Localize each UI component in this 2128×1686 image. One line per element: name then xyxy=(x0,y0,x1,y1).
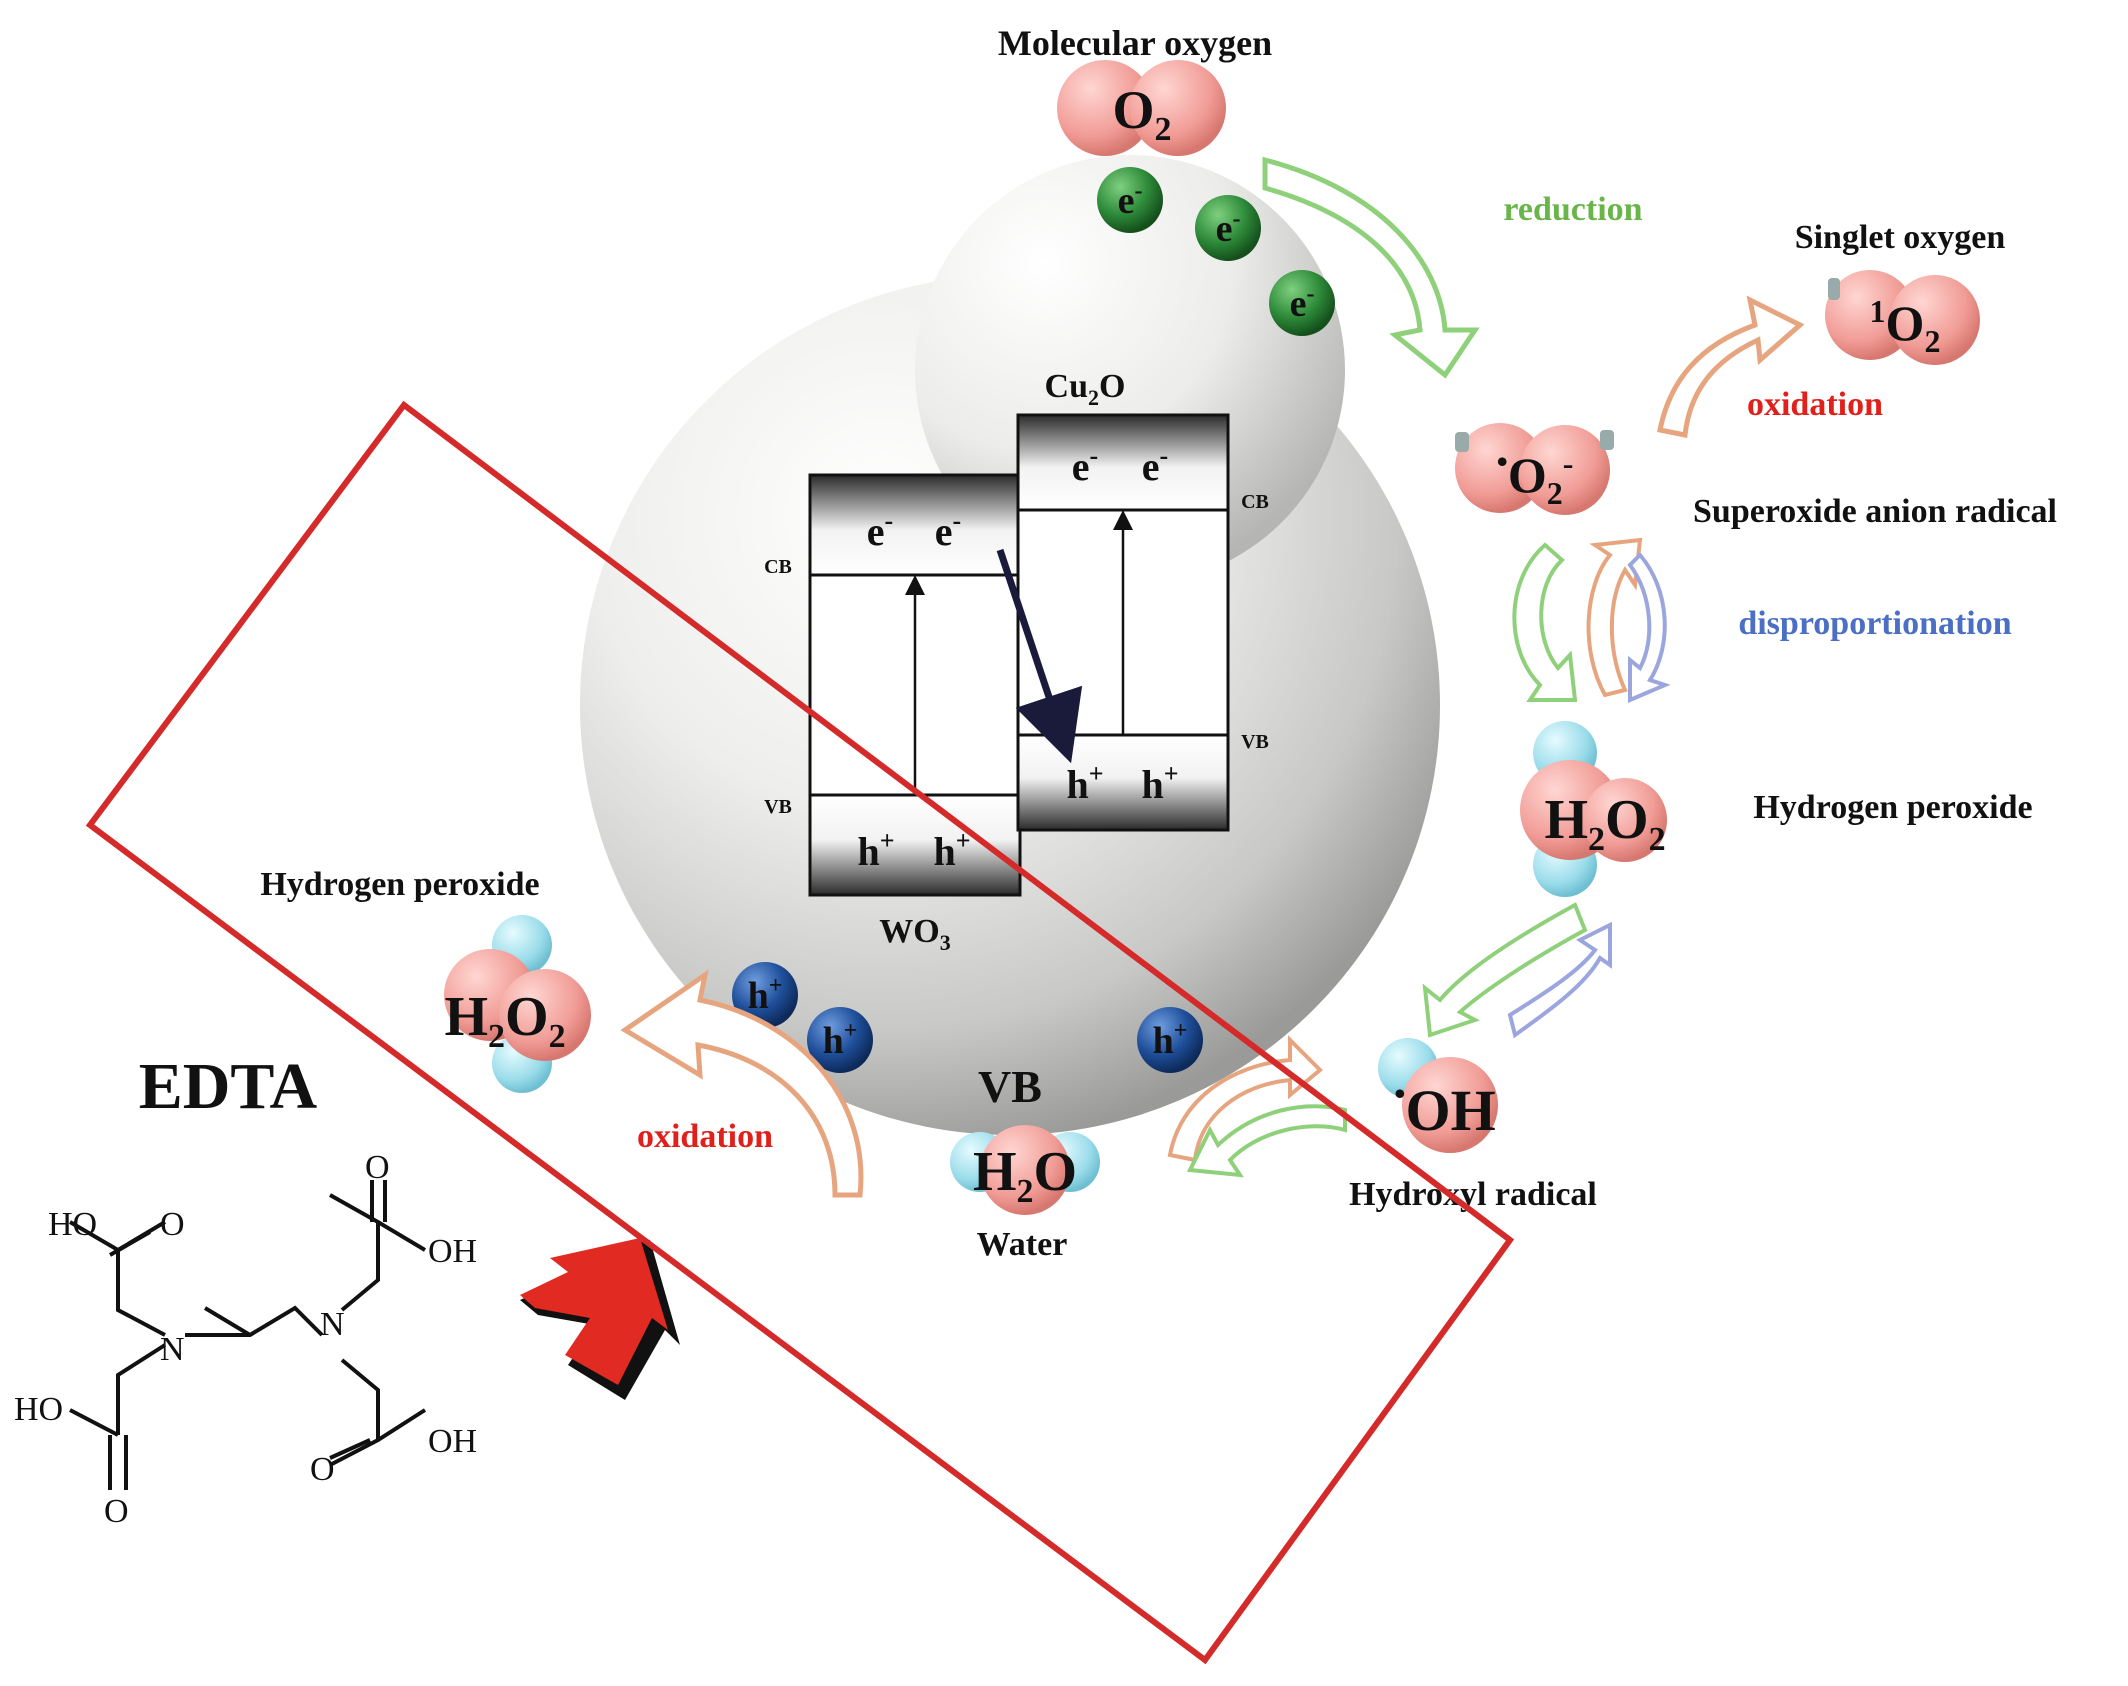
surface-electron: e- xyxy=(1290,281,1315,325)
wo3-band-diagram xyxy=(808,473,1022,897)
wo3-cb-label: CB xyxy=(764,556,792,578)
cu2o-vb-label: VB xyxy=(1241,731,1269,753)
oxidation-label-left: oxidation xyxy=(637,1118,773,1155)
edta-atom-o: O xyxy=(310,1451,335,1488)
surface-electron: e- xyxy=(1216,206,1241,250)
h2o2-molecule-right: H2O2 xyxy=(1520,721,1667,897)
edta-atom-oh: OH xyxy=(428,1423,477,1460)
superoxide-label: Superoxide anion radical xyxy=(1693,493,2057,530)
hydroxyl-radical-molecule: •OH xyxy=(1378,1038,1498,1153)
edta-atom-ho: HO xyxy=(48,1206,97,1243)
edta-atom-o: O xyxy=(160,1206,185,1243)
disproportionation-label: disproportionation xyxy=(1738,605,2011,642)
water-molecule: H2O xyxy=(950,1125,1100,1215)
hydrogen-peroxide-label-left: Hydrogen peroxide xyxy=(260,866,539,903)
wo3-label: WO3 xyxy=(879,913,950,955)
electron-transfer-arrow xyxy=(996,548,1083,764)
svg-text:O2: O2 xyxy=(1112,80,1171,148)
h2o2-oh-arrows xyxy=(1422,902,1612,1039)
wo3-cb-electron: e- xyxy=(867,506,893,554)
surface-hole: h+ xyxy=(748,973,783,1017)
edta-atom-n: N xyxy=(160,1331,185,1368)
molecular-oxygen-label: Molecular oxygen xyxy=(998,23,1272,63)
cu2o-label: Cu2O xyxy=(1045,368,1126,410)
singlet-oxygen-label: Singlet oxygen xyxy=(1795,219,2006,256)
svg-text:1O2: 1O2 xyxy=(1870,293,1941,359)
cu2o-cb-electron: e- xyxy=(1072,441,1098,489)
cu2o-vb-hole: h+ xyxy=(1141,759,1178,807)
svg-text:•O2-: •O2- xyxy=(1497,443,1574,511)
edta-atom-o: O xyxy=(365,1149,390,1186)
cu2o-cb-electron: e- xyxy=(1142,441,1168,489)
hydroxyl-radical-label: Hydroxyl radical xyxy=(1349,1176,1597,1213)
edta-atom-o: O xyxy=(104,1493,129,1530)
surface-electrons: e- e- e- xyxy=(1097,167,1335,336)
water-vb-label: VB xyxy=(978,1061,1042,1112)
surface-hole: h+ xyxy=(823,1018,858,1062)
wo3-vb-hole: h+ xyxy=(857,826,894,874)
svg-text:•OH: •OH xyxy=(1394,1075,1495,1143)
cu2o-band-diagram xyxy=(996,413,1230,832)
edta-scavenger-arrow xyxy=(520,1238,680,1400)
superoxide-molecule: •O2- xyxy=(1455,423,1614,515)
o2-molecule: O2 xyxy=(1057,60,1226,156)
oxidation-arrow-singlet xyxy=(1657,295,1805,438)
reduction-arrow xyxy=(1262,156,1480,379)
scavenger-highlight-box xyxy=(85,400,1515,1665)
surface-electron: e- xyxy=(1118,178,1143,222)
hydrogen-peroxide-label-right: Hydrogen peroxide xyxy=(1753,789,2032,826)
water-label: Water xyxy=(977,1226,1068,1263)
svg-text:H2O2: H2O2 xyxy=(1544,789,1665,858)
wo3-vb-label: VB xyxy=(764,796,792,818)
h2o2-molecule-left: H2O2 xyxy=(444,915,591,1093)
surface-hole: h+ xyxy=(1153,1018,1188,1062)
edta-atom-n: N xyxy=(320,1306,345,1343)
disproportionation-arrows xyxy=(1512,537,1671,704)
edta-atom-oh: OH xyxy=(428,1233,477,1270)
svg-text:H2O2: H2O2 xyxy=(444,986,565,1055)
reduction-label: reduction xyxy=(1503,191,1642,228)
surface-holes: h+ h+ h+ xyxy=(732,962,1203,1073)
singlet-oxygen-molecule: 1O2 xyxy=(1825,270,1980,365)
svg-text:H2O: H2O xyxy=(973,1141,1077,1210)
edta-structure xyxy=(68,1180,427,1490)
edta-atom-ho: HO xyxy=(14,1391,63,1428)
wo3-cb-electron: e- xyxy=(935,506,961,554)
edta-label: EDTA xyxy=(139,1050,318,1123)
oxidation-arrow-left xyxy=(620,969,864,1198)
cu2o-vb-hole: h+ xyxy=(1066,759,1103,807)
oxidation-label-right: oxidation xyxy=(1747,386,1883,423)
cu2o-cb-label: CB xyxy=(1241,491,1269,513)
